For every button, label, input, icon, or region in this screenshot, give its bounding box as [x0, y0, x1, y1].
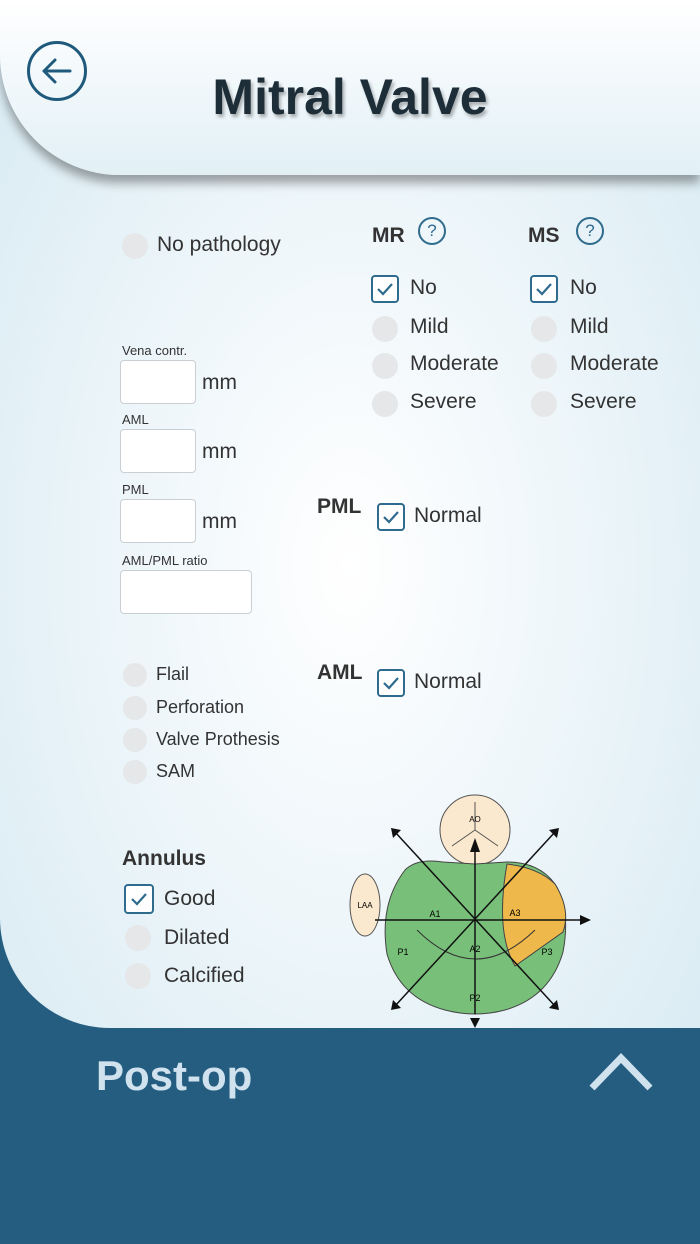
label-p1: P1 — [397, 947, 408, 957]
ms-option-no: No — [570, 276, 597, 299]
mr-option-mild: Mild — [410, 315, 449, 338]
pml-normal-checkbox[interactable] — [377, 503, 405, 531]
vena-contr-input[interactable] — [120, 360, 196, 404]
check-icon — [383, 511, 399, 524]
laa-shape — [349, 873, 381, 937]
aml-input[interactable] — [120, 429, 196, 473]
pml-input[interactable] — [120, 499, 196, 543]
check-icon — [536, 283, 552, 296]
aml-normal-checkbox[interactable] — [377, 669, 405, 697]
check-icon — [383, 677, 399, 690]
check-icon — [131, 893, 147, 906]
arrow-left-icon — [42, 58, 72, 84]
finding-perforation: Perforation — [156, 697, 245, 717]
no-pathology-radio[interactable] — [122, 233, 148, 259]
mr-moderate-radio[interactable] — [372, 353, 398, 379]
finding-flail: Flail — [156, 664, 190, 684]
page-title: Mitral Valve — [212, 69, 488, 125]
perforation-radio[interactable] — [123, 696, 147, 720]
mr-mild-radio[interactable] — [372, 316, 398, 342]
back-button[interactable] — [27, 41, 87, 101]
ms-help-button[interactable]: ? — [576, 217, 604, 245]
ms-mild-radio[interactable] — [531, 316, 557, 342]
annulus-good-label: Good — [164, 887, 216, 910]
no-pathology-label: No pathology — [157, 233, 281, 256]
finding-sam: SAM — [156, 761, 196, 781]
ratio-input[interactable] — [120, 570, 252, 614]
check-icon — [377, 283, 393, 296]
label-p2: P2 — [469, 993, 480, 1003]
annulus-heading: Annulus — [122, 847, 206, 870]
postop-section-title[interactable]: Post-op — [96, 1052, 253, 1099]
ratio-label: AML/PML ratio — [122, 553, 208, 568]
sam-radio[interactable] — [123, 760, 147, 784]
aml-unit: mm — [202, 440, 237, 463]
mr-help-button[interactable]: ? — [418, 217, 446, 245]
header: Mitral Valve — [0, 0, 700, 175]
annulus-calcified-radio[interactable] — [125, 963, 151, 989]
mr-option-severe: Severe — [410, 390, 477, 413]
ms-no-checkbox[interactable] — [530, 275, 558, 303]
mr-heading: MR — [372, 224, 405, 247]
ms-moderate-radio[interactable] — [531, 353, 557, 379]
label-a2: A2 — [469, 944, 480, 954]
annulus-dilated-radio[interactable] — [125, 925, 151, 951]
pml-measure-label: PML — [122, 482, 149, 497]
pml-heading: PML — [317, 495, 362, 518]
annulus-dilated-label: Dilated — [164, 926, 230, 949]
annulus-calcified-label: Calcified — [164, 964, 245, 987]
vena-contr-unit: mm — [202, 371, 237, 394]
aml-measure-label: AML — [122, 412, 149, 427]
flail-radio[interactable] — [123, 663, 147, 687]
ms-option-moderate: Moderate — [570, 352, 659, 375]
label-p3: P3 — [541, 947, 552, 957]
pml-unit: mm — [202, 510, 237, 533]
mitral-valve-diagram: AO LAA A1 A2 A3 P1 P2 P3 — [349, 794, 591, 1028]
label-ao: AO — [469, 815, 481, 824]
mr-severe-radio[interactable] — [372, 391, 398, 417]
pml-normal-label: Normal — [414, 504, 482, 527]
chevron-up-icon[interactable] — [588, 1050, 654, 1094]
ms-option-severe: Severe — [570, 390, 637, 413]
label-a3: A3 — [509, 908, 520, 918]
mr-option-no: No — [410, 276, 437, 299]
annulus-good-checkbox[interactable] — [124, 884, 154, 914]
ms-heading: MS — [528, 224, 560, 247]
main-card: Mitral Valve No pathology MR ? No Mild M… — [0, 0, 700, 1028]
aml-normal-label: Normal — [414, 670, 482, 693]
ms-severe-radio[interactable] — [531, 391, 557, 417]
finding-valve-prothesis: Valve Prothesis — [156, 729, 280, 749]
aml-heading: AML — [317, 661, 363, 684]
valve-prothesis-radio[interactable] — [123, 728, 147, 752]
mr-option-moderate: Moderate — [410, 352, 499, 375]
label-a1: A1 — [429, 909, 440, 919]
vena-contr-label: Vena contr. — [122, 343, 188, 358]
ms-option-mild: Mild — [570, 315, 609, 338]
label-laa: LAA — [357, 901, 373, 910]
mr-no-checkbox[interactable] — [371, 275, 399, 303]
